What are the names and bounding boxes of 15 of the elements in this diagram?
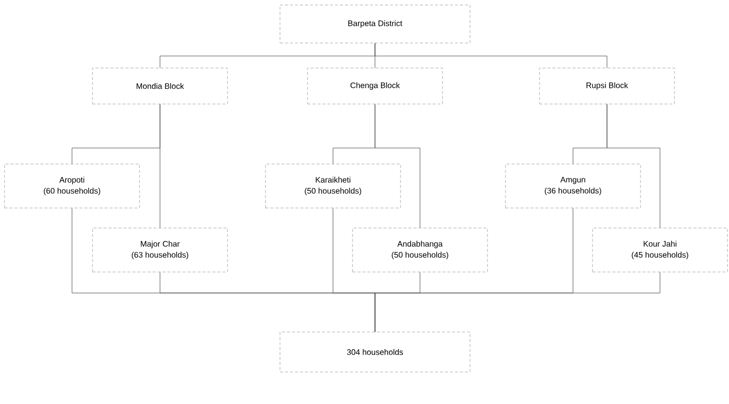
connector-line xyxy=(374,42,608,68)
block-box: Rupsi Block xyxy=(539,68,675,104)
block-box: Chenga Block xyxy=(307,68,443,104)
village-box: Kour Jahi (45 households) xyxy=(592,228,728,272)
district-box: Barpeta District xyxy=(280,4,470,44)
village-box: Aropoti (60 households) xyxy=(4,164,140,208)
village-box: Major Char (63 households) xyxy=(92,228,228,272)
village-box: Amgun (36 households) xyxy=(505,164,641,208)
village-box: Andabhanga (50 households) xyxy=(352,228,488,272)
connector-line xyxy=(374,104,420,228)
total-box: 304 households xyxy=(280,332,470,372)
connector-line xyxy=(374,272,660,332)
block-box: Mondia Block xyxy=(92,68,228,104)
village-box: Karaikheti (50 households) xyxy=(265,164,401,208)
connector-line xyxy=(606,104,660,228)
